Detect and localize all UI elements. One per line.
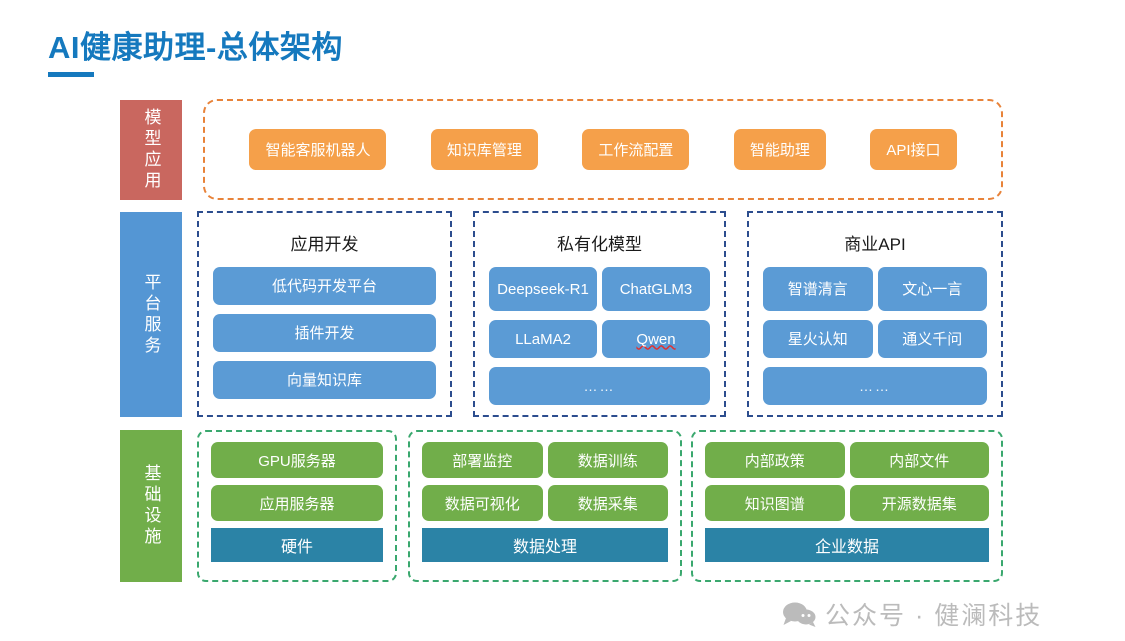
band-label-platform-text: 平台服务 <box>141 272 161 357</box>
api-chip-wenxin[interactable]: 文心一言 <box>877 267 987 311</box>
platform-panel-private-models: 私有化模型 Deepseek-R1 ChatGLM3 LLaMA2 Qwen …… <box>473 211 726 417</box>
watermark-text: 公众号 · 健澜科技 <box>825 602 1043 630</box>
platform-chip[interactable]: 插件开发 <box>213 314 436 352</box>
panel-title: 私有化模型 <box>557 235 642 254</box>
wechat-bubble-icon <box>783 602 816 627</box>
infra-chip-deploy-monitor[interactable]: 部署监控 <box>422 442 543 478</box>
model-chip-more[interactable]: …… <box>489 367 710 405</box>
application-chip[interactable]: 知识库管理 <box>430 129 538 170</box>
panel-row: 部署监控 数据训练 <box>422 442 668 478</box>
applications-container: 智能客服机器人 知识库管理 工作流配置 智能助理 API接口 <box>203 99 1003 200</box>
application-chip[interactable]: API接口 <box>870 129 957 170</box>
panel-row: 智谱清言 文心一言 <box>763 267 987 311</box>
band-label-infrastructure: 基础设施 <box>120 430 182 582</box>
api-chip-more[interactable]: …… <box>763 367 987 405</box>
panel-row: 数据可视化 数据采集 <box>422 485 668 521</box>
title-underline-rule <box>48 72 94 77</box>
infra-chip-knowledge-graph[interactable]: 知识图谱 <box>705 485 845 521</box>
infrastructure-group-data-processing: 部署监控 数据训练 数据可视化 数据采集 数据处理 <box>408 430 682 582</box>
infra-chip-gpu-server[interactable]: GPU服务器 <box>211 442 383 478</box>
panel-row: 知识图谱 开源数据集 <box>705 485 989 521</box>
panel-body: Deepseek-R1 ChatGLM3 LLaMA2 Qwen …… <box>475 267 724 405</box>
infra-footer-data-processing: 数据处理 <box>422 528 668 562</box>
api-chip-tongyi[interactable]: 通义千问 <box>877 320 987 358</box>
api-chip-zhipu[interactable]: 智谱清言 <box>763 267 873 311</box>
panel-title: 商业API <box>844 235 906 254</box>
infra-chip-data-training[interactable]: 数据训练 <box>547 442 668 478</box>
application-chip[interactable]: 智能助理 <box>733 129 826 170</box>
infrastructure-group-hardware: GPU服务器 应用服务器 硬件 <box>197 430 397 582</box>
watermark: 公众号 · 健澜科技 <box>782 596 1042 632</box>
panel-body: 智谱清言 文心一言 星火认知 通义千问 …… <box>749 267 1001 405</box>
platform-panel-commercial-api: 商业API 智谱清言 文心一言 星火认知 通义千问 …… <box>747 211 1003 417</box>
panel-row: 星火认知 通义千问 <box>763 320 987 358</box>
infra-chip-data-collection[interactable]: 数据采集 <box>547 485 668 521</box>
model-chip-llama2[interactable]: LLaMA2 <box>489 320 597 358</box>
application-chip[interactable]: 智能客服机器人 <box>249 129 387 170</box>
model-chip-chatglm3[interactable]: ChatGLM3 <box>602 267 710 311</box>
platform-panel-app-development: 应用开发 低代码开发平台 插件开发 向量知识库 <box>197 211 452 417</box>
platform-chip[interactable]: 低代码开发平台 <box>213 267 436 305</box>
band-label-applications: 模型应用 <box>120 100 182 200</box>
infra-chip-app-server[interactable]: 应用服务器 <box>211 485 383 521</box>
infra-chip-data-visualization[interactable]: 数据可视化 <box>422 485 543 521</box>
application-chip[interactable]: 工作流配置 <box>582 129 690 170</box>
api-chip-xinghuo[interactable]: 星火认知 <box>763 320 873 358</box>
infra-chip-internal-document[interactable]: 内部文件 <box>849 442 989 478</box>
model-chip-qwen[interactable]: Qwen <box>602 320 710 358</box>
band-label-infrastructure-text: 基础设施 <box>141 464 161 548</box>
infra-chip-internal-policy[interactable]: 内部政策 <box>705 442 845 478</box>
panel-row: LLaMA2 Qwen <box>489 320 710 358</box>
page-title: AI健康助理-总体架构 <box>48 30 343 65</box>
panel-row: 内部政策 内部文件 <box>705 442 989 478</box>
infra-footer-hardware: 硬件 <box>211 528 383 562</box>
infra-chip-open-dataset[interactable]: 开源数据集 <box>849 485 989 521</box>
panel-row: Deepseek-R1 ChatGLM3 <box>489 267 710 311</box>
model-chip-deepseek[interactable]: Deepseek-R1 <box>489 267 597 311</box>
platform-chip[interactable]: 向量知识库 <box>213 361 436 399</box>
band-label-platform: 平台服务 <box>120 212 182 417</box>
panel-title: 应用开发 <box>290 235 359 254</box>
panel-body: 低代码开发平台 插件开发 向量知识库 <box>199 267 450 399</box>
infrastructure-group-enterprise-data: 内部政策 内部文件 知识图谱 开源数据集 企业数据 <box>691 430 1003 582</box>
infra-footer-enterprise-data: 企业数据 <box>705 528 989 562</box>
band-label-applications-text: 模型应用 <box>141 108 161 192</box>
